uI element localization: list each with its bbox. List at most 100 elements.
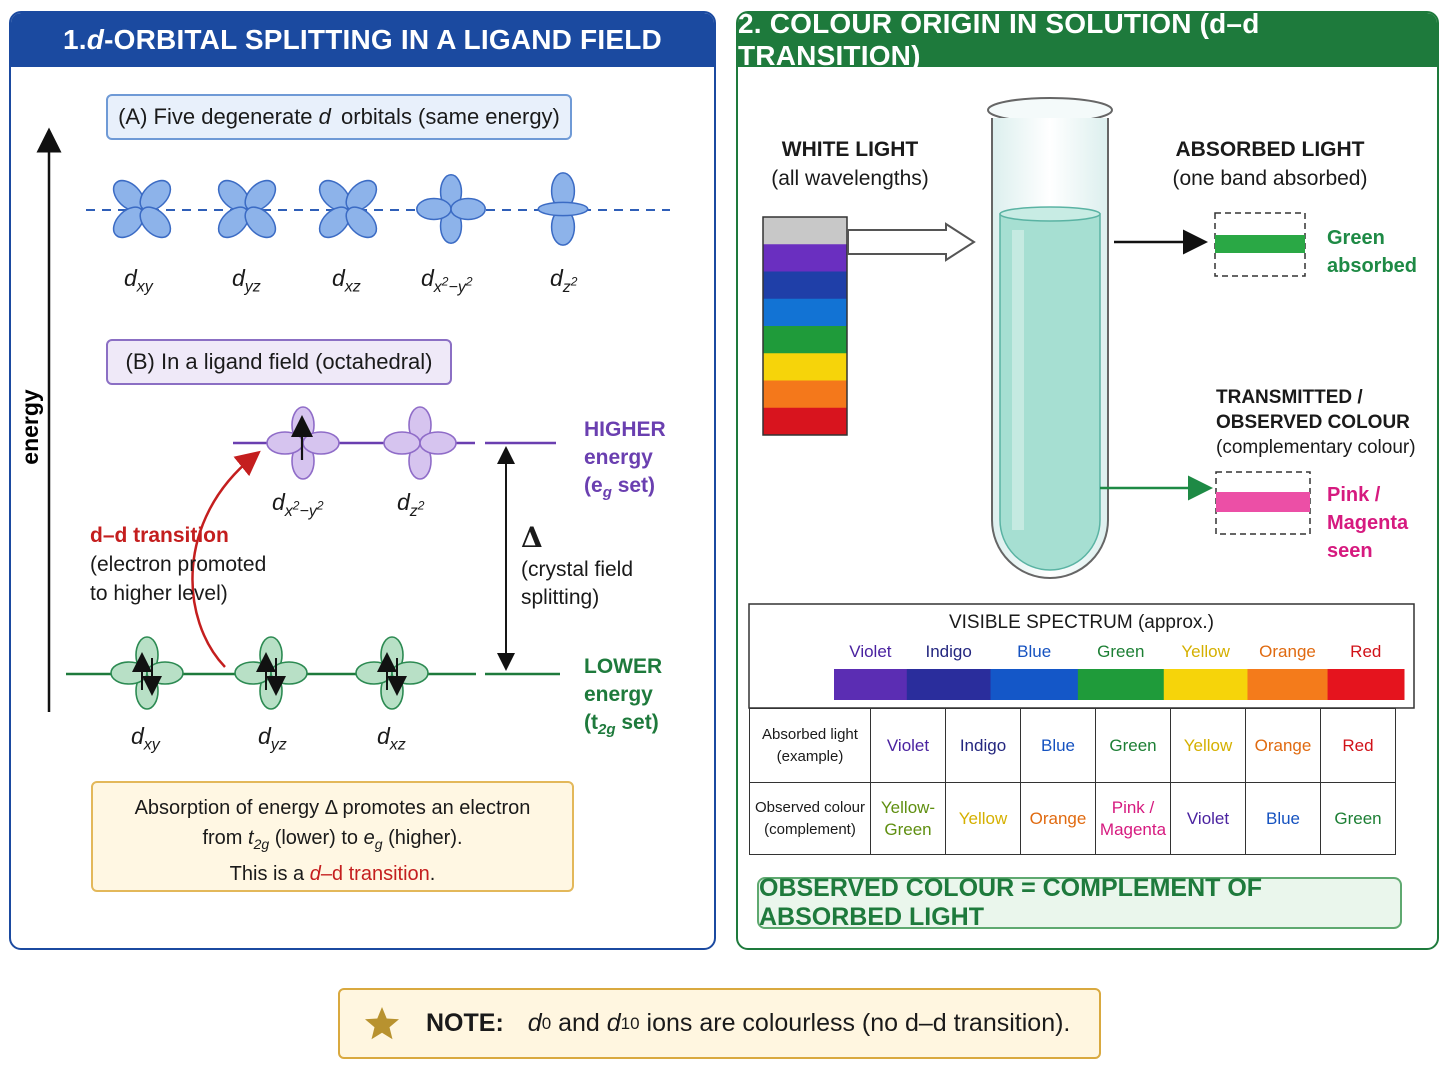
row2-h2: (complement) <box>764 820 856 838</box>
delta-symbol: Δ <box>521 521 543 554</box>
higher-set-close: set) <box>611 474 656 497</box>
row2-h1: Observed colour <box>754 798 866 816</box>
note-l2b: (lower) to <box>269 827 364 849</box>
note-l2esub: g <box>374 836 383 852</box>
spectrum-band <box>1077 669 1165 700</box>
transmitted-sub: (complementary colour) <box>1216 437 1416 458</box>
spectrum-band-label: Orange <box>1259 642 1316 661</box>
note-rest: ions are colourless (no d–d transition). <box>639 1009 1071 1037</box>
transmitted-band-line3: seen <box>1327 540 1373 562</box>
spectrum-band <box>834 669 908 700</box>
title-prefix: 1. <box>63 24 87 55</box>
label-eg-dz2: dz2 <box>397 489 425 520</box>
white-light-band <box>763 217 847 245</box>
note-l2c: (higher). <box>382 827 463 849</box>
note-l2a: from <box>202 827 248 849</box>
higher-set-open: (e <box>584 474 603 497</box>
transition-arrow <box>191 450 261 668</box>
label-dyz: dyz <box>232 265 261 296</box>
white-light-bands <box>762 216 848 436</box>
spectrum-band-label: Green <box>1097 642 1145 661</box>
note-d0-sup: 0 <box>541 1013 552 1033</box>
label-dxz: dxz <box>332 265 361 296</box>
note-l2e: e <box>363 827 375 849</box>
star-icon <box>365 1006 399 1039</box>
table-cell: Green <box>1320 782 1396 855</box>
note-l3c: . <box>429 863 436 885</box>
spectrum-band-label: Indigo <box>925 642 972 661</box>
label-t2g-dxz: dxz <box>377 723 406 754</box>
spectrum-band <box>906 669 992 700</box>
spectrum-band-label: Blue <box>1017 642 1052 661</box>
solution <box>999 213 1101 571</box>
lower-energy: energy <box>584 683 653 706</box>
spectrum-title: VISIBLE SPECTRUM (approx.) <box>948 612 1215 633</box>
row1-h2: (example) <box>776 747 844 765</box>
label-dxy: dxy <box>124 265 153 296</box>
absorbed-band-line2: absorbed <box>1327 255 1418 277</box>
note-l3a: This is a <box>229 863 310 885</box>
white-light-title: WHITE LIGHT <box>781 138 919 161</box>
white-light-band <box>763 407 847 436</box>
transmitted-band-line2: Magenta <box>1327 512 1409 534</box>
lower-set-sub: 2g <box>598 721 616 739</box>
note-line2: from t2g (lower) to eg (higher). <box>93 823 572 859</box>
table-cell: Green <box>1095 708 1171 783</box>
note-l3d: d <box>309 863 321 885</box>
table-cell: Pink /Magenta <box>1095 782 1171 855</box>
higher-title: HIGHER <box>584 418 666 441</box>
box-degenerate: (A) Five degenerate d orbitals (same ene… <box>106 94 572 140</box>
table-cell: Orange <box>1020 782 1096 855</box>
higher-energy-label: HIGHER energy (eg set) <box>584 416 666 507</box>
note-l3b: –d transition <box>320 863 430 885</box>
absorbed-band-label: Green absorbed <box>1327 224 1417 280</box>
spectrum-band <box>1327 669 1405 700</box>
electron-pairs <box>132 652 407 696</box>
table-cell: Violet <box>1170 782 1246 855</box>
lower-title: LOWER <box>584 655 663 678</box>
higher-set-sub: g <box>602 484 612 502</box>
white-light-band <box>763 271 847 300</box>
row-header-absorbed: Absorbed light (example) <box>749 708 871 783</box>
table-row-observed: Observed colour (complement) Yellow-Gree… <box>749 782 1396 855</box>
spectrum-band <box>1247 669 1329 700</box>
transition-label: d–d transition (electron promoted to hig… <box>90 521 266 608</box>
spectrum-bands <box>834 669 1405 700</box>
lower-energy-label: LOWER energy (t2g set) <box>584 653 662 744</box>
spectrum-band-label: Yellow <box>1181 642 1230 661</box>
note-d0: d <box>527 1009 542 1037</box>
table-cell: Blue <box>1245 782 1321 855</box>
transmitted-band-label: Pink / Magenta seen <box>1327 481 1408 565</box>
panel-title: 1. d-ORBITAL SPLITTING IN A LIGAND FIELD <box>11 13 714 67</box>
white-light-label: WHITE LIGHT (all wavelengths) <box>760 135 940 193</box>
transition-title: d–d transition <box>90 524 229 547</box>
table-cell: Violet <box>870 708 946 783</box>
test-tube <box>987 97 1113 579</box>
spectrum-band <box>990 669 1079 700</box>
label-eg-dx2y2: dx2−y2 <box>272 489 324 520</box>
row1-h1: Absorbed light <box>762 725 858 743</box>
spectrum-band-label: Red <box>1350 642 1382 661</box>
white-light-sub: (all wavelengths) <box>771 167 929 190</box>
spectrum-band <box>1163 669 1248 700</box>
title-italic: d <box>86 24 105 55</box>
label-dx2y2: dx2−y2 <box>421 265 473 296</box>
box-ligand-field: (B) In a ligand field (octahedral) <box>106 339 452 385</box>
delta-line1: (crystal field <box>521 558 634 581</box>
table-cell: Indigo <box>945 708 1021 783</box>
table-cell: Yellow-Green <box>870 782 946 855</box>
delta-line2: splitting) <box>521 586 600 609</box>
delta-label: Δ (crystal field splitting) <box>521 524 633 612</box>
absorbed-title: ABSORBED LIGHT <box>1175 138 1365 161</box>
absorbed-band <box>1215 235 1305 253</box>
transition-line1: (electron promoted <box>90 553 267 576</box>
observed-complement-rule: OBSERVED COLOUR = COMPLEMENT OF ABSORBED… <box>757 874 1402 931</box>
note-d10-sup: 10 <box>620 1013 640 1033</box>
transmitted-label: TRANSMITTED / OBSERVED COLOUR (complemen… <box>1216 385 1416 460</box>
spectrum-band-label: Violet <box>849 642 892 661</box>
higher-set: (eg set) <box>584 472 666 507</box>
energy-axis-label: energy <box>17 389 43 465</box>
